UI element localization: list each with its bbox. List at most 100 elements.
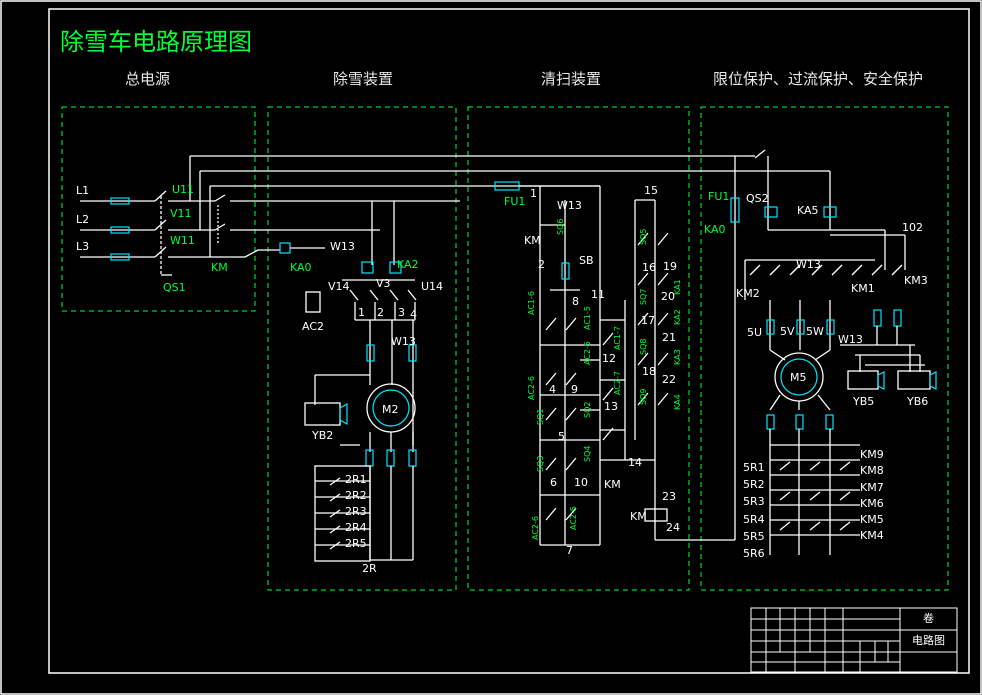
sweep-node-9: 9 <box>571 383 578 396</box>
tag-sq6: SQ6 <box>556 219 565 235</box>
label-l2: L2 <box>76 213 89 226</box>
label-ac2: AC2 <box>302 320 324 333</box>
sweep-node-24: 24 <box>666 521 680 534</box>
tag-sq9: SQ9 <box>639 389 648 405</box>
titleblock-mark: 卷 <box>923 611 934 625</box>
tag-ac1-6: AC1-6 <box>527 291 536 315</box>
label-5w: 5W <box>806 325 824 338</box>
drawing-frame <box>48 8 970 674</box>
snow-node-3: 3 <box>398 306 405 319</box>
sweep-node-16: 16 <box>642 261 656 274</box>
tag-sq4: SQ4 <box>583 446 592 462</box>
sweep-node-4: 4 <box>549 383 556 396</box>
sweep-node-20: 20 <box>661 290 675 303</box>
sweep-node-22: 22 <box>662 373 676 386</box>
contact-km9: KM9 <box>860 448 884 461</box>
contact-km6: KM6 <box>860 497 884 510</box>
resistor-5r1: 5R1 <box>743 461 765 474</box>
page-title: 除雪车电路原理图 <box>60 28 252 56</box>
tag-ac2-5-bottom: AC2-5 <box>569 506 578 530</box>
sweep-node-7: 7 <box>566 544 573 557</box>
protect-box <box>700 106 949 591</box>
tag-ka3: KA3 <box>673 349 682 365</box>
label-102: 102 <box>902 221 923 234</box>
snow-node-1: 1 <box>358 306 365 319</box>
label-ka0-protect: KA0 <box>704 223 726 236</box>
contact-km8: KM8 <box>860 464 884 477</box>
sweep-box <box>467 106 690 591</box>
resistor-5r3: 5R3 <box>743 495 765 508</box>
sweep-node-5: 5 <box>558 430 565 443</box>
sweep-node-8: 8 <box>572 295 579 308</box>
contact-km4: KM4 <box>860 529 884 542</box>
motor-m2: M2 <box>382 403 399 416</box>
label-v11: V11 <box>170 207 192 220</box>
resistor-5r4: 5R4 <box>743 513 765 526</box>
label-fu1-protect: FU1 <box>708 190 729 203</box>
snow-node-2: 2 <box>377 306 384 319</box>
tag-ac2-6: AC2-6 <box>527 376 536 400</box>
tag-ka1: KA1 <box>673 279 682 295</box>
label-w13-protect: W13 <box>796 258 821 271</box>
label-w13-sweep: W13 <box>557 199 582 212</box>
sweep-node-2: 2 <box>538 258 545 271</box>
sweep-node-10: 10 <box>574 476 588 489</box>
label-ka2: KA2 <box>397 258 419 271</box>
contact-km5: KM5 <box>860 513 884 526</box>
section-protection: 限位保护、过流保护、安全保护 <box>713 70 923 88</box>
label-yb5: YB5 <box>852 395 874 408</box>
label-yb2: YB2 <box>311 429 333 442</box>
tag-sq8: SQ8 <box>639 339 648 355</box>
sweep-node-6: 6 <box>550 476 557 489</box>
resistor-5r2: 5R2 <box>743 478 765 491</box>
label-l3: L3 <box>76 240 89 253</box>
tag-ka2: KA2 <box>673 309 682 325</box>
title-block <box>750 607 958 673</box>
label-v14: V14 <box>328 280 350 293</box>
tag-ac1-5: AC1-5 <box>583 306 592 330</box>
contact-km7: KM7 <box>860 481 884 494</box>
label-w13-protect-2: W13 <box>838 333 863 346</box>
snow-circuit <box>304 201 417 562</box>
power-circuit <box>80 156 325 276</box>
label-km-coil: KM <box>630 510 647 523</box>
label-km-power: KM <box>211 261 228 274</box>
sweep-node-12: 12 <box>602 352 616 365</box>
label-km2: KM2 <box>736 287 760 300</box>
resistor-2r1: 2R1 <box>345 473 367 486</box>
sweep-node-18: 18 <box>642 365 656 378</box>
label-l1: L1 <box>76 184 89 197</box>
sweep-node-23: 23 <box>662 490 676 503</box>
label-fu1-sweep: FU1 <box>504 195 525 208</box>
protect-circuit <box>730 149 937 555</box>
snow-box <box>267 106 457 591</box>
label-yb6: YB6 <box>906 395 928 408</box>
label-km-sweep: KM <box>524 234 541 247</box>
tag-sq1: SQ1 <box>536 409 545 425</box>
power-box <box>61 106 256 312</box>
resistor-2r3: 2R3 <box>345 505 367 518</box>
label-2r: 2R <box>362 562 377 575</box>
label-qs1: QS1 <box>163 281 186 294</box>
label-w11: W11 <box>170 234 195 247</box>
sweep-circuit <box>494 181 735 546</box>
tag-sq3: SQ3 <box>536 456 545 472</box>
resistor-2r4: 2R4 <box>345 521 367 534</box>
tag-ka4: KA4 <box>673 394 682 410</box>
label-5v: 5V <box>780 325 795 338</box>
tag-ac2-7: AC2-7 <box>613 371 622 395</box>
resistor-2r2: 2R2 <box>345 489 367 502</box>
fuse-l3 <box>110 253 130 261</box>
sweep-node-11: 11 <box>591 288 605 301</box>
label-u14: U14 <box>421 280 443 293</box>
sweep-node-19: 19 <box>663 260 677 273</box>
sweep-node-21: 21 <box>662 331 676 344</box>
label-u11: U11 <box>172 183 194 196</box>
section-sweeping: 清扫装置 <box>541 70 601 88</box>
tag-ac2-6-bottom: AC2-6 <box>531 516 540 540</box>
tag-sq5: SQ5 <box>639 229 648 245</box>
label-ka5: KA5 <box>797 204 819 217</box>
label-w13-power: W13 <box>330 240 355 253</box>
